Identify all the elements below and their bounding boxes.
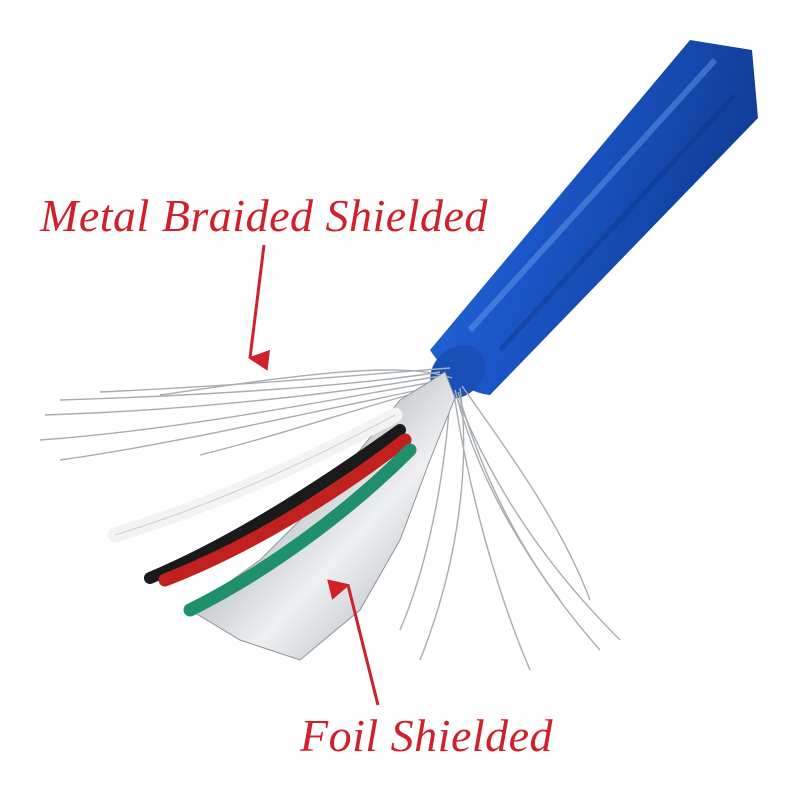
- braid-arrow: [247, 244, 271, 371]
- metal-braid: [39, 367, 621, 671]
- foil-shielded-label: Foil Shielded: [300, 710, 554, 761]
- red-wire: [158, 433, 412, 587]
- green-wire: [183, 443, 417, 617]
- black-wire: [144, 424, 406, 584]
- metal-braided-shielded-label: Metal Braided Shielded: [40, 190, 488, 241]
- foil-arrow: [327, 579, 380, 706]
- aluminum-foil: [189, 371, 456, 661]
